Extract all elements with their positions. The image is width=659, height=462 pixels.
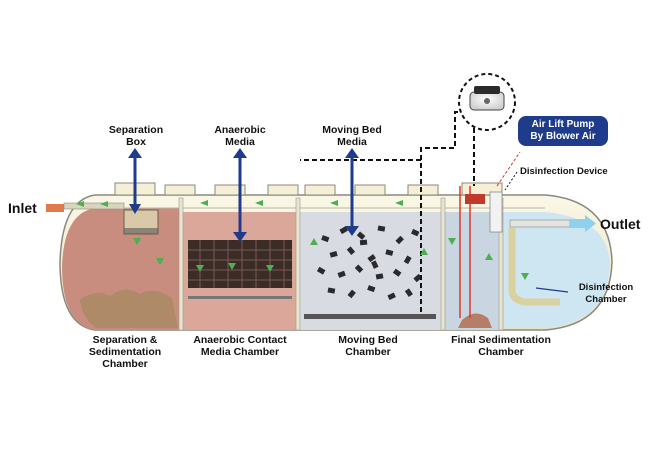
wall-3 <box>440 197 446 331</box>
moving-bed-media-label: Moving Bed Media <box>322 124 382 148</box>
wall-1 <box>178 197 184 331</box>
anaerobic-chamber-label: Anaerobic Contact Media Chamber <box>193 334 287 358</box>
final-sedimentation-label: Final Sedimentation Chamber <box>451 334 551 358</box>
outlet-pipe <box>509 219 571 228</box>
moving-bed-chamber-label: Moving Bed Chamber <box>338 334 398 358</box>
moving-bed-media <box>316 225 422 300</box>
separation-box-label: Separation Box <box>108 124 164 148</box>
sludge-final <box>458 313 492 328</box>
disinfection-device <box>489 191 503 233</box>
inlet-label: Inlet <box>8 200 37 216</box>
anaerobic-media-label: Anaerobic Media <box>214 124 266 148</box>
callout-arrows <box>128 148 359 242</box>
manhole-risers <box>114 182 503 196</box>
diffuser-plate <box>304 314 436 319</box>
flow-arrows <box>76 200 529 280</box>
separation-chamber-label: Separation & Sedimentation Chamber <box>88 334 162 370</box>
inlet-pipe <box>46 204 64 212</box>
return-pipe <box>459 186 471 318</box>
air-lift-pump-badge: Air Lift Pump By Blower Air <box>518 116 608 146</box>
blower-pump <box>469 86 505 111</box>
media-support <box>188 296 292 299</box>
anaerobic-media-block <box>188 240 292 288</box>
outlet-arrow <box>570 215 596 232</box>
outlet-label: Outlet <box>600 216 641 232</box>
wall-2 <box>295 197 301 331</box>
sludge-layer <box>80 289 178 328</box>
disinfection-device-label: Disinfection Device <box>520 166 608 177</box>
disinfection-chamber-label: Disinfection Chamber <box>578 282 634 305</box>
